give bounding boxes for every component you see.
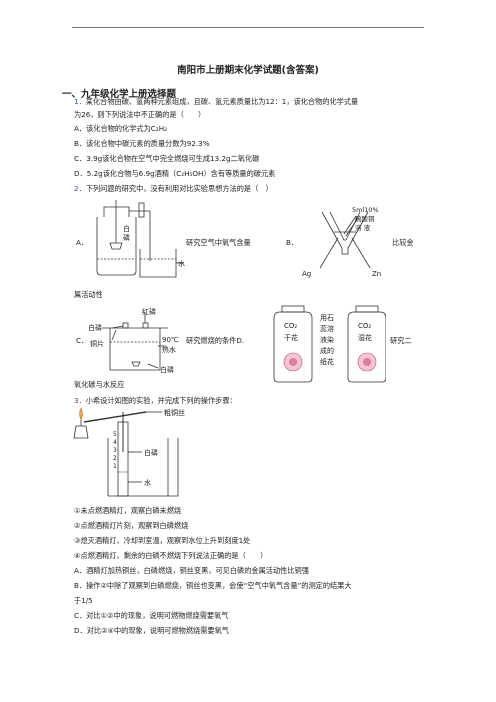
- q2-figure-a: 白 磷 水: [96, 200, 185, 278]
- white-phosphorus-plate: [122, 322, 129, 329]
- jar-wet-lid: [355, 305, 379, 313]
- fig-3-tick-1: 1: [113, 463, 117, 470]
- q2-option-b-text-2: 属活动性: [74, 290, 103, 299]
- fig-d-mid-3: 液染: [320, 335, 334, 344]
- q1-stem-text: 某化合物由碳、氢两种元素组成，且碳、氢元素质量比为12：1，该化合物的化学式量: [85, 97, 359, 106]
- ag-wire: [319, 237, 339, 269]
- q2-number: 2．: [74, 184, 86, 193]
- q3-step-3: ③熄灭酒精灯，冷却到室温，观察到水位上升到刻度1处: [74, 536, 251, 545]
- zn-wire: [351, 237, 371, 269]
- q2-option-c-letter: C．: [76, 336, 89, 345]
- fig-b-solution-label: 溶 液: [355, 223, 371, 232]
- q3-number: 3．: [74, 396, 86, 405]
- q1-option-d: D．5.2g该化合物与6.9g酒精（C₂H₅OH）含有等质量的碳元素: [74, 169, 276, 178]
- fig-b-solution-volume: 5ml10%: [352, 206, 379, 214]
- fig-3-water: 水: [144, 478, 151, 487]
- trough: [107, 438, 179, 497]
- q1-stem: 1．某化合物由碳、氢两种元素组成，且碳、氢元素质量比为12：1，该化合物的化学式…: [74, 97, 358, 107]
- fig-b-zinc: Zn: [372, 270, 381, 278]
- fig-a-label-white: 白: [123, 224, 130, 233]
- q3-option-b-2: 于1/5: [74, 596, 93, 605]
- q2-figure-d: CO₂ 干花 用石 蕊溶 液染 成的 纸花 CO₂ 湿花: [273, 305, 386, 383]
- q2-option-d-text: 研究二: [390, 336, 412, 345]
- jar-neck: [103, 206, 130, 217]
- section-heading: 一、九年级化学上册选择题: [62, 89, 177, 100]
- q2-figure-b: 5ml10% 硫酸铜 溶 液 Ag Zn: [302, 206, 381, 278]
- clamp: [138, 202, 145, 218]
- beaker: [139, 249, 177, 278]
- fig-c-hot-water: 热水: [162, 345, 176, 354]
- fig-c-copper-plate: 铜片: [90, 339, 104, 348]
- fig-3-copper-wire: 粗铜丝: [164, 408, 185, 417]
- jar-dry: [273, 311, 313, 383]
- fig-b-solution-name: 硫酸铜: [355, 214, 375, 223]
- fig-d-dry-flower: 干花: [284, 333, 298, 342]
- header-rule: [72, 27, 424, 28]
- q2-option-b-text: 比较金: [392, 238, 414, 247]
- q1-option-c: C．3.9g该化合物在空气中完全燃烧可生成13.2g二氧化碳: [74, 154, 260, 163]
- fig-c-temperature: 90℃: [162, 336, 179, 344]
- fig-3-tick-3: 3: [113, 447, 117, 454]
- q2-option-a-text: 研究空气中氧气含量: [186, 238, 251, 247]
- red-phosphorus-plate: [142, 322, 149, 329]
- fig-d-mid-5: 纸花: [320, 357, 334, 366]
- white-phosphorus-water: [131, 361, 141, 367]
- copper-pointer: [111, 329, 117, 341]
- q3-step-2: ②点燃酒精灯片刻，观察到白磷燃烧: [74, 521, 189, 530]
- flame-icon: [79, 408, 83, 421]
- page-title: 南阳市上册期末化学试题(含答案): [177, 65, 319, 76]
- fig-a-label-phosphorus: 磷: [123, 233, 130, 242]
- fig-c-red-phosphorus: 红磷: [142, 307, 156, 316]
- fig-b-silver: Ag: [302, 270, 311, 278]
- fig-d-wet-flower: 湿花: [358, 333, 372, 342]
- q3-figure: 粗铜丝 白磷 水 5 4 3 2 1: [73, 408, 185, 497]
- white2-pointer: [147, 363, 159, 369]
- q2-option-b-letter: B．: [286, 238, 299, 247]
- white-pointer: [111, 325, 124, 329]
- q3-stem-text: 小希设计如图的实验，并完成下列的操作步骤：: [85, 396, 237, 405]
- dry-flower-icon: [283, 352, 303, 372]
- fig-d-mid-2: 蕊溶: [320, 324, 334, 333]
- fig-3-tick-4: 4: [113, 439, 117, 446]
- q1-number: 1．: [74, 97, 86, 106]
- q3-stem: 3．小希设计如图的实验，并完成下列的操作步骤：: [74, 396, 237, 406]
- q2-option-d-text-2: 氧化碳与水反应: [74, 380, 125, 389]
- jar-wet: [347, 311, 386, 383]
- fig-a-label-water: 水: [178, 259, 185, 268]
- q3-option-c: C．对比①②中的现象，说明可燃物燃烧需要氧气: [74, 611, 229, 620]
- y-tube: [321, 211, 369, 255]
- fig-d-mid-1: 用石: [320, 314, 334, 322]
- fig-d-co2-dry: CO₂: [284, 322, 297, 330]
- jar-dry-lid: [281, 305, 305, 313]
- q1-option-b: B．该化合物中碳元素的质量分数为92.3%: [74, 139, 210, 148]
- q2-stem-text: 下列问题的研究中，没有利用对比实验思想方法的是（ ）: [85, 184, 273, 193]
- alcohol-lamp: [73, 425, 89, 439]
- q3-step-4: ④点燃酒精灯，剩余的白磷不燃烧下列说法正确的是（ ）: [74, 551, 268, 560]
- q1-option-a: A．该化合物的化学式为C₂H₂: [74, 124, 167, 133]
- wet-flower-icon: [357, 352, 377, 372]
- q2-stem: 2．下列问题的研究中，没有利用对比实验思想方法的是（ ）: [74, 184, 273, 194]
- beaker-c: [109, 328, 161, 371]
- fig-d-co2-wet: CO₂: [358, 322, 371, 330]
- q3-option-d: D．对比②④中的现象，说明可燃物燃烧需要氧气: [74, 626, 229, 635]
- connecting-tube: [129, 210, 151, 261]
- copper-wire: [83, 411, 147, 423]
- q2-option-a-letter: A．: [76, 238, 89, 247]
- fig-3-tick-2: 2: [113, 455, 117, 462]
- solution-pointer-2: [345, 217, 359, 237]
- fig-c-white-phosphorus-2: 白磷: [160, 365, 174, 374]
- solution-pointer-1: [343, 215, 357, 235]
- fig-d-mid-4: 成的: [320, 346, 334, 355]
- q2-option-c-text: 研究燃烧的条件D.: [186, 336, 245, 345]
- fig-3-white-phosphorus: 白磷: [144, 448, 158, 457]
- bell-jar: [96, 217, 137, 276]
- q2-figure-c: 红磷 白磷 铜片 90℃ 热水 白磷: [88, 307, 179, 374]
- fig-c-white-phosphorus: 白磷: [88, 323, 102, 332]
- q3-step-1: ①未点燃酒精灯，观察白磷未燃烧: [74, 506, 182, 515]
- q1-stem-2: 为26，则下列说法中不正确的是（ ）: [74, 110, 206, 119]
- q3-option-b: B．操作②中除了观察到白磷燃烧，铜丝也变黑，会使“空气中氧气含量”的测定的结果大: [74, 581, 352, 590]
- q3-option-a: A．酒精灯加热铜丝，白磷燃烧，铜丝变黑，可见白磷的金属活动性比铜强: [74, 566, 309, 575]
- combustion-spoon: [109, 242, 123, 250]
- fig-3-tick-5: 5: [113, 431, 117, 438]
